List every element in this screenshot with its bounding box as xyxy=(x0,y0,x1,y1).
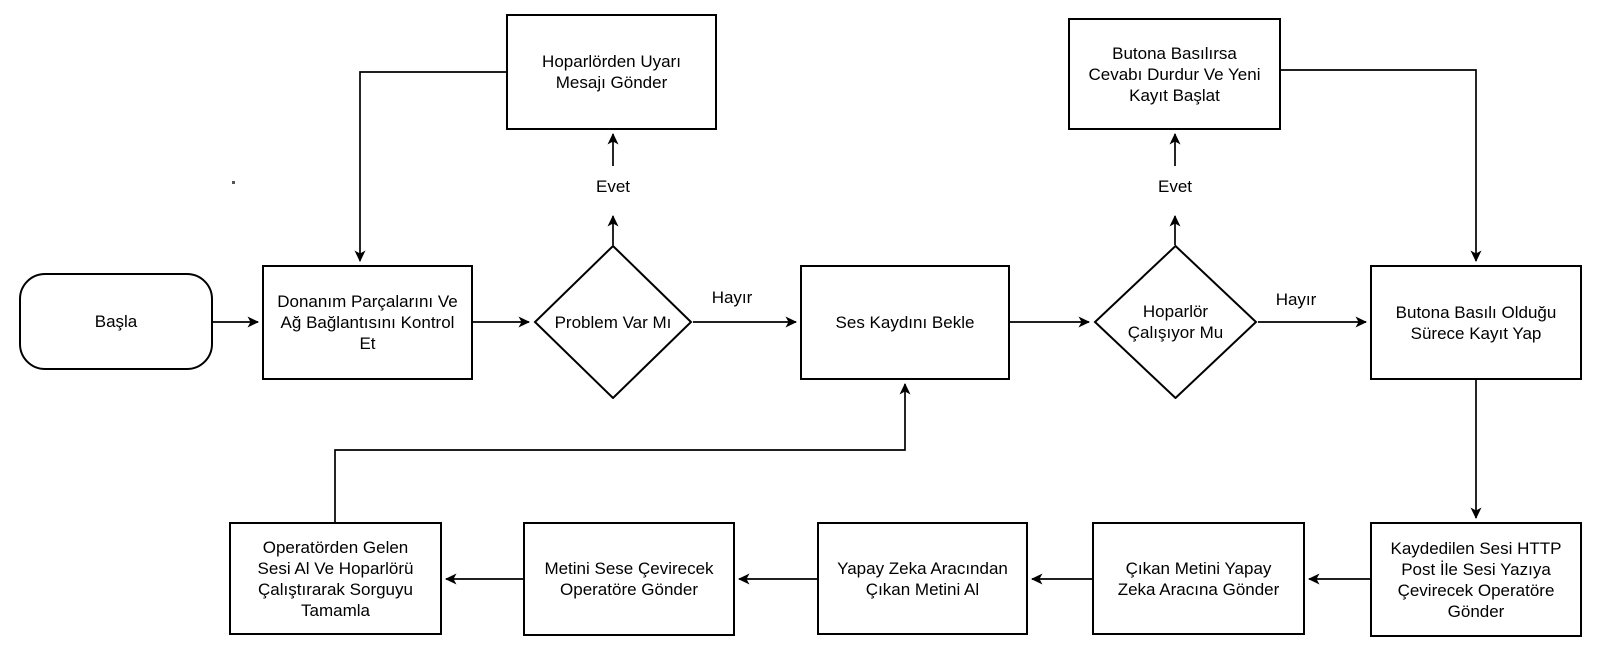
edge-label-hayir-right: Hayır xyxy=(1275,290,1317,309)
node-kaydedilen-sesi-gonder: Kaydedilen Sesi HTTP Post İle Sesi Yazıy… xyxy=(1370,522,1582,637)
node-operatorden-gelen: Operatörden Gelen Sesi Al Ve Hoparlörü Ç… xyxy=(229,522,442,635)
node-basla: Başla xyxy=(19,273,213,370)
node-butona-basili-kayit-label: Butona Basılı Olduğu Sürece Kayıt Yap xyxy=(1395,302,1557,343)
node-yapay-zeka-al-label: Yapay Zeka Aracından Çıkan Metini Al xyxy=(837,558,1008,599)
node-hoparlorden-uyari-label: Hoparlörden Uyarı Mesajı Gönder xyxy=(542,52,681,92)
diamond-shape xyxy=(533,245,693,399)
edge-operator-to-bekle xyxy=(334,383,911,522)
node-cikan-metini-gonder-label: Çıkan Metini Yapay Zeka Aracına Gönder xyxy=(1117,558,1280,599)
node-ses-kaydini-bekle: Ses Kaydını Bekle xyxy=(800,265,1010,380)
node-yapay-zeka-al: Yapay Zeka Aracından Çıkan Metini Al xyxy=(817,522,1028,635)
edge-label-evet-left: Evet xyxy=(595,177,631,196)
node-problem-var-mi: Problem Var Mı xyxy=(533,245,693,399)
node-donanim-kontrol-label: Donanım Parçalarını Ve Ağ Bağlantısını K… xyxy=(277,292,458,353)
node-butona-basili-kayit: Butona Basılı Olduğu Sürece Kayıt Yap xyxy=(1370,265,1582,380)
node-cikan-metini-gonder: Çıkan Metini Yapay Zeka Aracına Gönder xyxy=(1092,522,1305,635)
node-butona-basilirsa: Butona Basılırsa Cevabı Durdur Ve Yeni K… xyxy=(1068,18,1281,130)
node-basla-label: Başla xyxy=(94,312,138,331)
node-butona-basilirsa-label: Butona Basılırsa Cevabı Durdur Ve Yeni K… xyxy=(1088,43,1261,105)
edge-label-evet-right: Evet xyxy=(1157,177,1193,196)
edge-uyari-to-donanim xyxy=(354,71,506,262)
node-hoparlorden-uyari: Hoparlörden Uyarı Mesajı Gönder xyxy=(506,14,717,130)
node-hoparlor-calisiyor-mu-label: Hoparlör Çalışıyor Mu xyxy=(1127,302,1224,342)
node-metini-sese-gonder: Metini Sese Çevirecek Operatöre Gönder xyxy=(523,522,735,636)
diamond-shape xyxy=(1093,245,1258,399)
node-ses-kaydini-bekle-label: Ses Kaydını Bekle xyxy=(835,313,975,332)
node-kaydedilen-sesi-gonder-label: Kaydedilen Sesi HTTP Post İle Sesi Yazıy… xyxy=(1390,538,1562,621)
node-operatorden-gelen-label: Operatörden Gelen Sesi Al Ve Hoparlörü Ç… xyxy=(257,537,414,620)
node-problem-var-mi-label: Problem Var Mı xyxy=(554,312,672,332)
node-metini-sese-gonder-label: Metini Sese Çevirecek Operatöre Gönder xyxy=(544,559,714,599)
stray-dot-artifact xyxy=(232,181,235,184)
edge-basilirsa-to-kayityap xyxy=(1281,69,1482,262)
node-hoparlor-calisiyor-mu: Hoparlör Çalışıyor Mu xyxy=(1093,245,1258,399)
edge-label-hayir-left: Hayır xyxy=(711,288,753,307)
node-donanim-kontrol: Donanım Parçalarını Ve Ağ Bağlantısını K… xyxy=(262,265,473,380)
